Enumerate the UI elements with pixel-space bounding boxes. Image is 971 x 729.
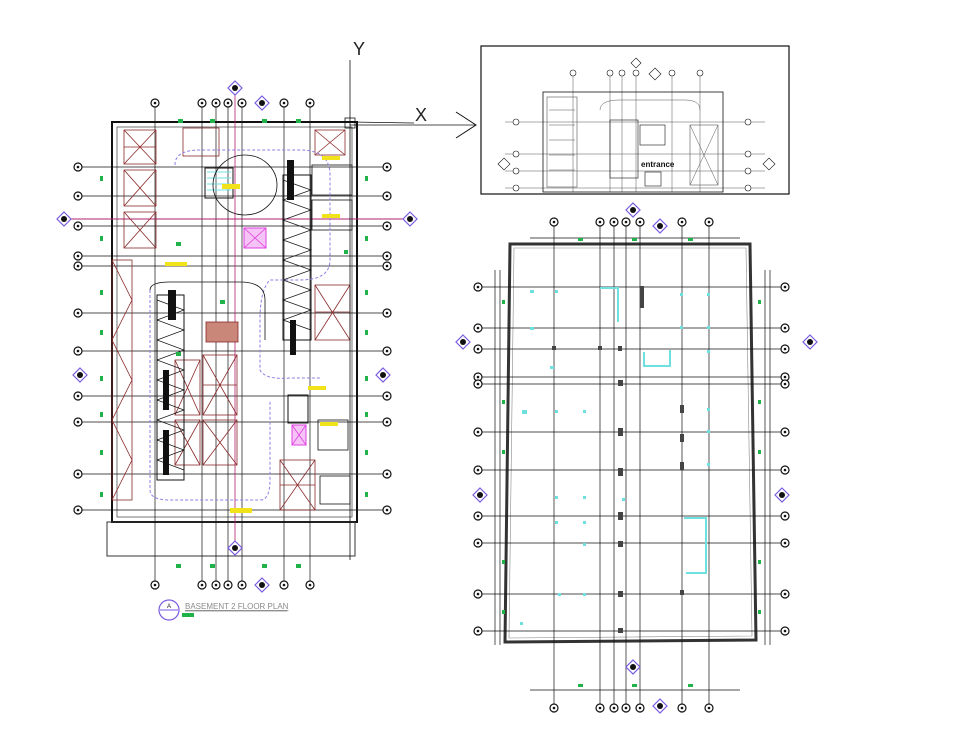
plan-title-block: A BASEMENT 2 FLOOR PLAN (158, 599, 289, 621)
parking-aisle-stack (155, 160, 313, 481)
x-axis-label: X (415, 105, 427, 125)
duct-marks (520, 290, 710, 625)
structural-floor-plan (455, 202, 818, 714)
section-marker-icon (227, 80, 243, 96)
plan-title-tag: A (167, 604, 171, 610)
slab-outline (503, 242, 758, 644)
key-plan-bubbles (497, 57, 776, 192)
y-axis-label: Y (353, 39, 365, 59)
grid-lines-vertical-right (553, 222, 710, 708)
highlight-marks (165, 156, 340, 513)
entrance-label: entrance (641, 160, 675, 169)
grid-lines-horizontal-right (478, 286, 785, 632)
shaft-openings (600, 287, 707, 574)
basement-2-floor-plan: A BASEMENT 2 FLOOR PLAN (56, 80, 418, 621)
grid-lines-vertical (154, 103, 311, 585)
grid-bubbles-bottom (150, 540, 315, 593)
plan-title-text: BASEMENT 2 FLOOR PLAN (185, 602, 289, 611)
ramp-skirt (106, 521, 356, 557)
grid-bubbles-top (150, 80, 315, 111)
equipment-marks-right (502, 238, 761, 687)
structural-columns (552, 286, 684, 633)
equipment-marks (100, 119, 368, 568)
parking-ramps (111, 127, 351, 511)
traffic-path (149, 149, 331, 501)
ucs-axes-icon: Y X (344, 39, 477, 560)
key-plan-frame: entrance (480, 45, 790, 195)
